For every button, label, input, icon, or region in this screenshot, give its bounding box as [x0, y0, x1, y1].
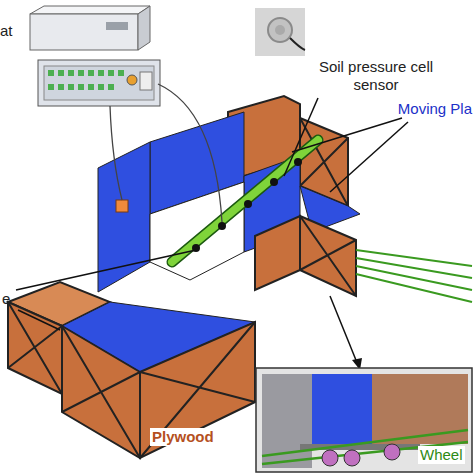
- wheel-inset: [256, 368, 472, 472]
- cut-label: e: [2, 290, 10, 308]
- sensor-photo: [255, 8, 305, 56]
- plate-label: Moving Pla: [398, 100, 472, 118]
- plywood-label: Plywood: [150, 428, 216, 446]
- cut-label: at: [0, 22, 13, 40]
- sensor-label: Soil pressure cell sensor: [306, 58, 446, 94]
- wheel-label: Wheel: [418, 446, 465, 464]
- trough-floor: [150, 182, 244, 280]
- wall-sensor: [116, 200, 128, 212]
- data-logger: [30, 6, 160, 106]
- plywood-side: [140, 322, 255, 458]
- plywood-wing: [8, 302, 62, 394]
- plywood-front: [62, 326, 140, 458]
